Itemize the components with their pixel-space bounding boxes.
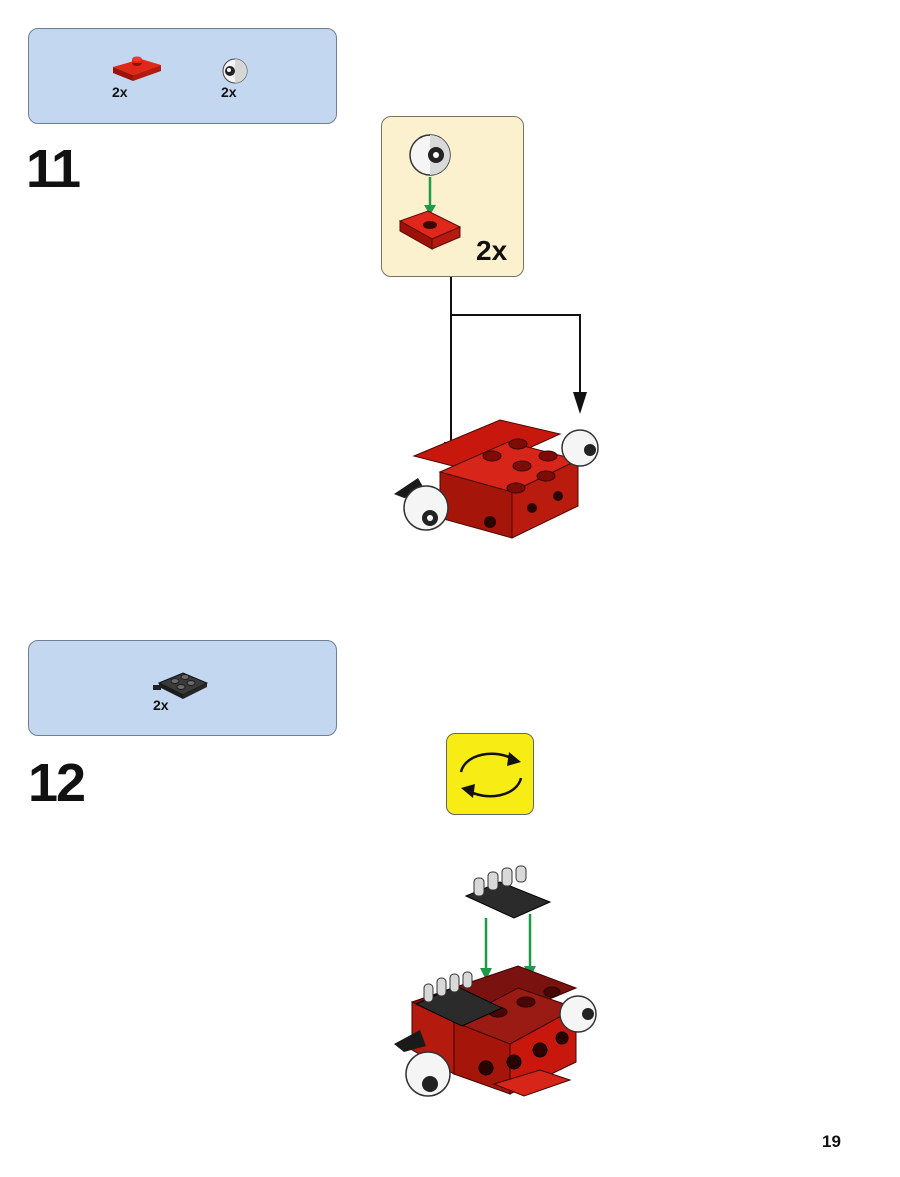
parts-list-step-11: 2x 2x [28,28,337,124]
part-qty: 2x [112,84,128,100]
part-qty: 2x [221,84,237,100]
ladybug-model-step-11 [394,419,599,539]
part-qty: 2x [153,697,169,713]
ladybug-model-step-12 [394,865,597,1097]
parts-list-step-12: 2x [28,640,337,736]
sub-assembly-callout: 2x [381,116,524,277]
page-number: 19 [822,1132,841,1151]
rotate-arrows-icon [459,752,523,798]
step-number-11: 11 [26,139,81,199]
black-hinge-plate-part-icon [153,672,209,699]
eye-onto-plate-illustration [398,134,462,250]
callout-qty: 2x [476,235,508,266]
red-plate-part-icon [113,56,161,81]
step-number-12: 12 [28,753,86,813]
rotate-model-box [446,733,534,815]
white-eye-part-icon [222,58,248,84]
